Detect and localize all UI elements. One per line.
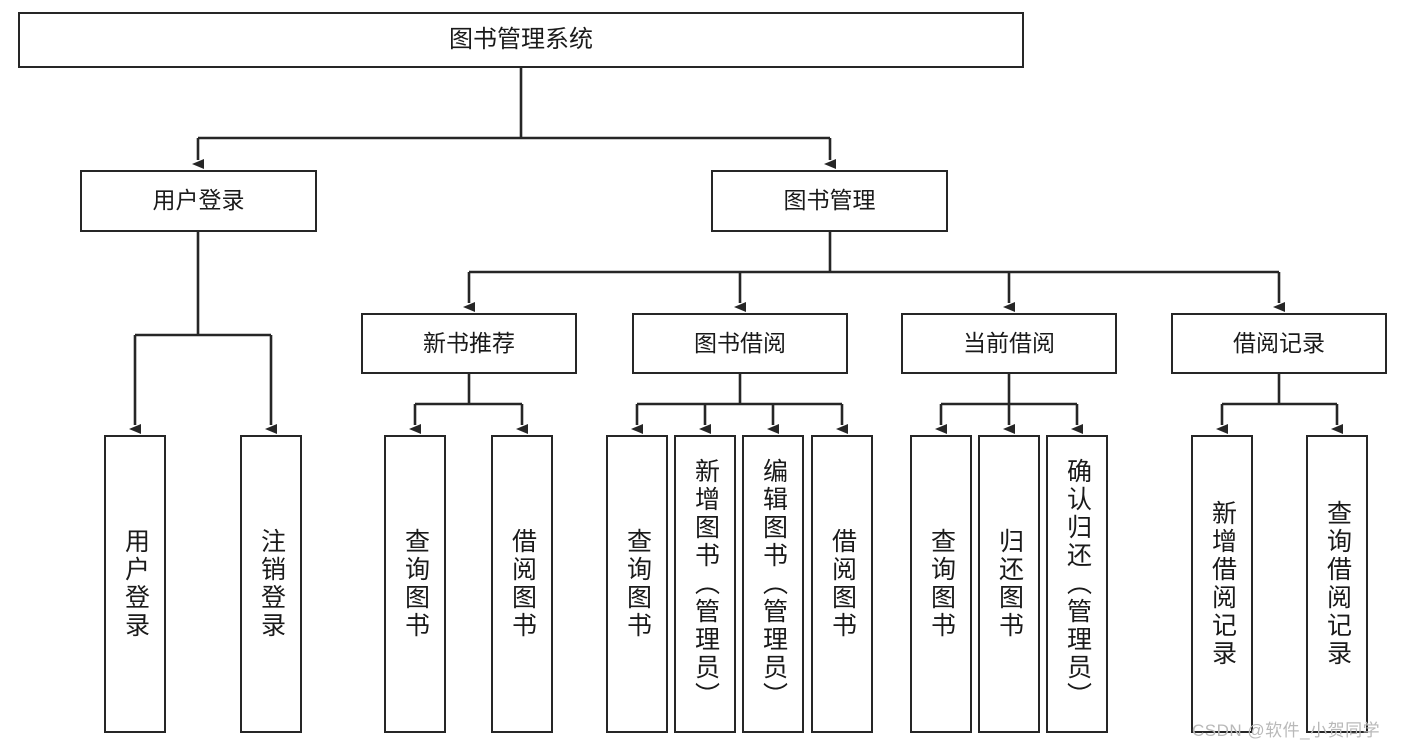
node-leaf-query-record[interactable]: 查询借阅记录: [1306, 435, 1368, 733]
watermark: CSDN @软件_小贺同学: [1192, 721, 1381, 740]
node-leaf-confirm-return[interactable]: 确认归还（管理员）: [1046, 435, 1108, 733]
node-user-login-label: 用户登录: [152, 187, 245, 214]
node-leaf-edit-book-label: 编辑图书（管理员）: [759, 458, 788, 710]
node-book-management[interactable]: 图书管理: [711, 170, 948, 232]
node-leaf-query-book-1[interactable]: 查询图书: [384, 435, 446, 733]
node-leaf-borrow-book-1[interactable]: 借阅图书: [491, 435, 553, 733]
node-user-login[interactable]: 用户登录: [80, 170, 317, 232]
node-leaf-query-book-2[interactable]: 查询图书: [606, 435, 668, 733]
node-book-borrow-label: 图书借阅: [694, 329, 786, 356]
node-leaf-user-login-label: 用户登录: [121, 528, 150, 640]
node-leaf-return-book-label: 归还图书: [995, 528, 1024, 640]
node-root-label: 图书管理系统: [449, 25, 593, 53]
node-book-management-label: 图书管理: [783, 187, 876, 214]
node-borrow-record-label: 借阅记录: [1233, 329, 1325, 356]
node-borrow-record[interactable]: 借阅记录: [1171, 313, 1387, 374]
node-leaf-borrow-book-1-label: 借阅图书: [508, 528, 537, 640]
node-leaf-confirm-return-label: 确认归还（管理员）: [1063, 458, 1092, 710]
node-leaf-borrow-book-2-label: 借阅图书: [828, 528, 857, 640]
node-leaf-query-record-label: 查询借阅记录: [1323, 500, 1352, 668]
node-leaf-user-login[interactable]: 用户登录: [104, 435, 166, 733]
node-leaf-query-book-3-label: 查询图书: [927, 528, 956, 640]
node-leaf-add-book[interactable]: 新增图书（管理员）: [674, 435, 736, 733]
node-leaf-add-record-label: 新增借阅记录: [1208, 500, 1237, 668]
node-leaf-add-record[interactable]: 新增借阅记录: [1191, 435, 1253, 733]
node-leaf-query-book-1-label: 查询图书: [401, 528, 430, 640]
node-leaf-query-book-2-label: 查询图书: [623, 528, 652, 640]
node-root[interactable]: 图书管理系统: [18, 12, 1024, 68]
node-leaf-query-book-3[interactable]: 查询图书: [910, 435, 972, 733]
node-current-borrow[interactable]: 当前借阅: [901, 313, 1117, 374]
node-new-book-recommend-label: 新书推荐: [423, 329, 515, 356]
node-leaf-user-logout-label: 注销登录: [257, 528, 286, 640]
node-leaf-borrow-book-2[interactable]: 借阅图书: [811, 435, 873, 733]
node-leaf-user-logout[interactable]: 注销登录: [240, 435, 302, 733]
node-leaf-edit-book[interactable]: 编辑图书（管理员）: [742, 435, 804, 733]
node-current-borrow-label: 当前借阅: [963, 329, 1055, 356]
node-new-book-recommend[interactable]: 新书推荐: [361, 313, 577, 374]
node-leaf-return-book[interactable]: 归还图书: [978, 435, 1040, 733]
node-leaf-add-book-label: 新增图书（管理员）: [691, 458, 720, 710]
node-book-borrow[interactable]: 图书借阅: [632, 313, 848, 374]
